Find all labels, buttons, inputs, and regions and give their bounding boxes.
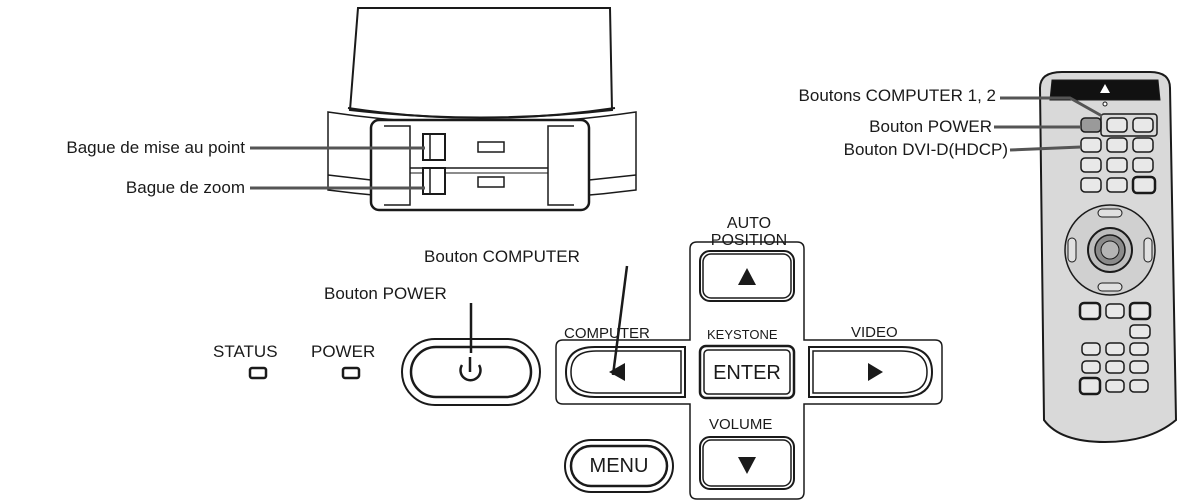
remote-dvi-button[interactable] [1133,177,1155,193]
panel-power-button-art [401,338,541,406]
remote-power-button-label: Bouton POWER [869,117,992,136]
enter-key-label: ENTER [713,362,781,384]
computer-left-button[interactable] [566,347,685,397]
enter-button[interactable] [700,346,794,398]
volume-key-label: VOLUME [709,416,773,433]
panel-leader-lines [469,265,629,376]
projector-lens-illustration [327,7,637,212]
indicator-lamps [248,366,361,380]
lens-leader-lines [250,146,425,190]
computer-button-callout: Bouton COMPUTER [424,247,580,266]
power-indicator-label: POWER [311,342,376,361]
status-indicator-label: STATUS [213,342,278,361]
remote-control-illustration [1038,71,1178,444]
focus-ring[interactable] [423,134,445,160]
zoom-ring-label: Bague de zoom [125,178,245,197]
power-button[interactable] [402,339,540,405]
remote-dvi-button-label: Bouton DVI-D(HDCP) [843,140,1008,159]
power-button-callout: Bouton POWER [324,284,447,303]
keystone-key-label: KEYSTONE [707,327,778,342]
remote-computer-buttons[interactable] [1101,114,1157,136]
remote-computer-buttons-label: Boutons COMPUTER 1, 2 [798,86,996,105]
video-key-label: VIDEO [851,324,898,341]
remote-power-button[interactable] [1081,118,1101,132]
video-right-button[interactable] [809,347,932,397]
remote-leader-lines [994,96,1103,152]
zoom-ring[interactable] [423,168,445,194]
menu-key-label: MENU [589,455,649,477]
auto-position-label: AUTO POSITION [710,215,788,249]
keypad-art [555,241,943,500]
focus-ring-label: Bague de mise au point [66,138,245,157]
menu-button[interactable] [565,440,673,492]
volume-down-button[interactable] [700,437,794,489]
auto-position-up-button[interactable] [700,251,794,301]
computer-key-label: COMPUTER [564,325,650,342]
